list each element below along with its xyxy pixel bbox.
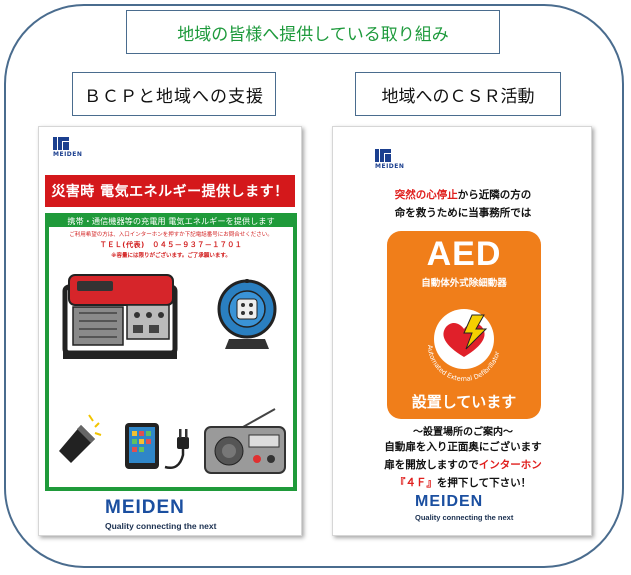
tagline: Quality connecting the next	[105, 521, 217, 531]
intro-line-2: 命を救うために当事務所では	[394, 207, 532, 219]
flashlight-icon	[59, 414, 102, 463]
aed-subtitle: 自動体外式除細動器	[421, 278, 507, 289]
guide-line-3: 『４Ｆ』を押下して下さい！	[333, 475, 593, 490]
bcp-heading: ＢＣＰと地域への支援	[72, 72, 276, 116]
tel-text: ＴＥＬ(代表) ０４５－９３７－１７０１	[99, 241, 243, 249]
guide-line-2: 扉を開放しますのでインターホン	[333, 457, 593, 472]
cable-reel-icon	[217, 279, 277, 349]
guide-line-3-text: を押下して下さい！	[436, 477, 532, 489]
lightning-icon	[463, 314, 488, 350]
page-title: 地域の皆様へ提供している取り組み	[126, 10, 500, 54]
intro-red-text: 突然の心停止	[394, 189, 458, 201]
meiden-brand: MEIDEN	[415, 493, 484, 510]
guide-heading: ～設置場所のご案内～	[413, 427, 513, 438]
aed-sign: AED 自動体外式除細動器 Automated External Defibri…	[387, 231, 541, 419]
guide-line-1: 自動扉を入り正面奥にございます	[384, 441, 542, 453]
bcp-poster: MEIDEN 災害時 電気エネルギー提供します！ 携帯・通信機器等の充電用 電気…	[38, 126, 302, 536]
notice-text: ご利用希望の方は、入口インターホンを押すか下記電話番号にお問合せください。	[69, 232, 273, 238]
meiden-logo: MEIDEN	[53, 137, 82, 158]
intro-rest-text: から近隣の方の	[457, 189, 532, 201]
info-panel: ご利用希望の方は、入口インターホンを押すか下記電話番号にお問合せください。 ＴＥ…	[49, 227, 293, 487]
guide-line-2-text: 扉を開放しますので	[384, 459, 479, 471]
floor-text: 『４Ｆ』	[394, 477, 437, 489]
csr-heading: 地域へのＣＳＲ活動	[355, 72, 561, 116]
meiden-mark-icon	[53, 137, 69, 150]
aed-title: AED	[426, 235, 502, 273]
stock-note: ※容量には限りがございます。ご了承願います。	[111, 253, 231, 259]
green-heading: 携帯・通信機器等の充電用 電気エネルギーを提供します	[67, 216, 275, 226]
meiden-logo-text: MEIDEN	[375, 163, 405, 170]
meiden-logo: MEIDEN	[375, 149, 404, 170]
tagline: Quality connecting the next	[415, 513, 514, 522]
plug-icon	[164, 429, 189, 469]
meiden-brand: MEIDEN	[105, 497, 185, 518]
intro-line-1: 突然の心停止から近隣の方の	[333, 187, 593, 202]
disaster-banner: 災害時 電気エネルギー提供します！	[45, 175, 295, 207]
tablet-icon	[125, 423, 159, 469]
generator-icon	[62, 274, 178, 359]
meiden-logo-text: MEIDEN	[53, 151, 83, 158]
aed-installed: 設置しています	[411, 393, 517, 411]
radio-icon	[204, 408, 286, 474]
csr-poster: MEIDEN 突然の心停止から近隣の方の 命を救うために当事務所では AED 自…	[332, 126, 592, 536]
green-panel: 携帯・通信機器等の充電用 電気エネルギーを提供します ご利用希望の方は、入口イン…	[45, 213, 297, 491]
aed-emblem: Automated External Defibrillator	[426, 309, 501, 383]
meiden-mark-icon	[375, 149, 391, 162]
rounded-frame	[4, 4, 624, 568]
intercom-text: インターホン	[478, 459, 542, 471]
